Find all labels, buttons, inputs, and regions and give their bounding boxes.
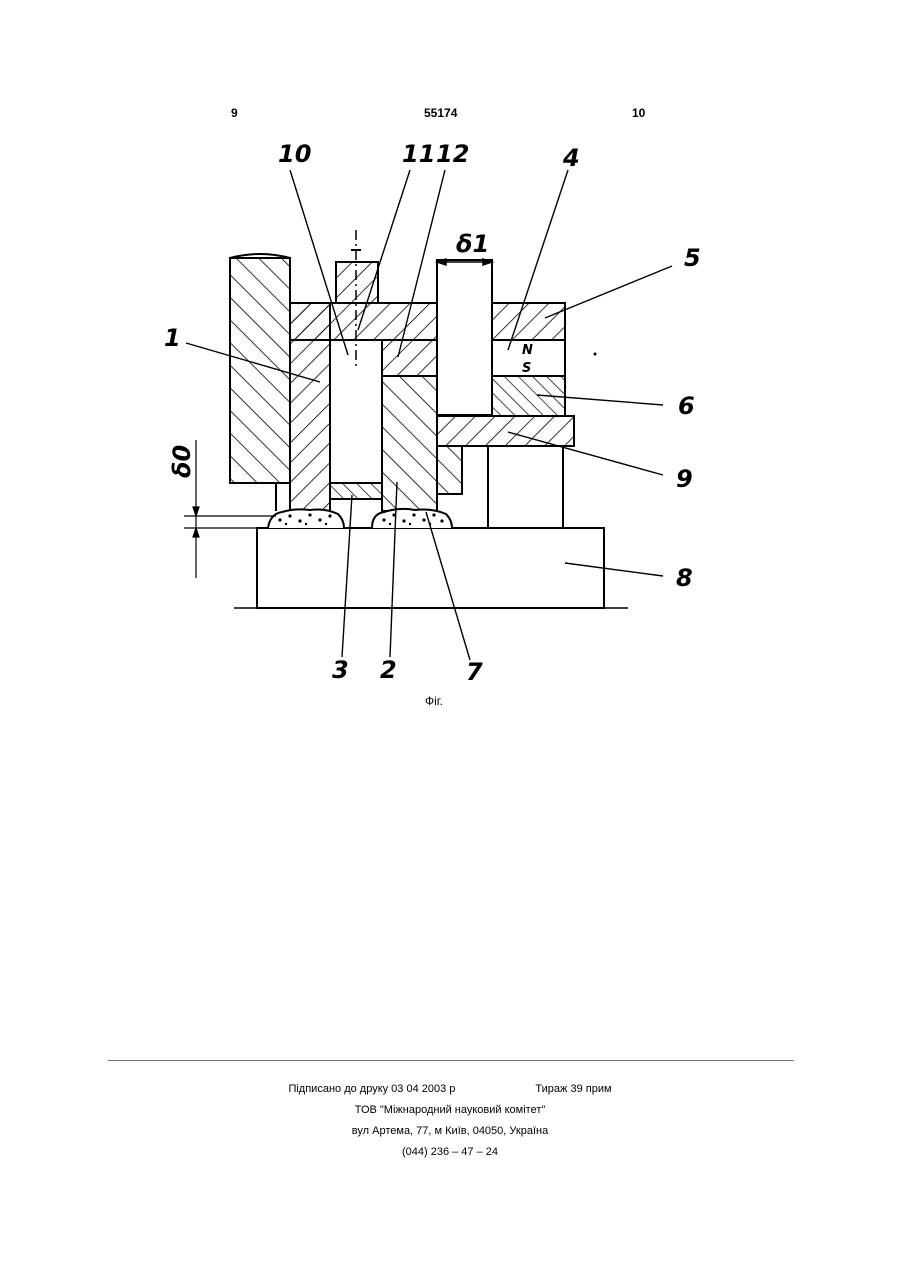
footer-line-1: Підписано до друку 03 04 2003 р Тираж 39 … (0, 1083, 900, 1095)
part-8 (257, 528, 604, 608)
label-11: 11 (402, 140, 435, 168)
label-9: 9 (676, 465, 693, 493)
part-5 (492, 303, 565, 340)
footer-phone: (044) 236 – 47 – 24 (0, 1146, 900, 1158)
part-3 (330, 483, 382, 499)
label-7: 7 (466, 658, 483, 686)
label-1: 1 (164, 324, 181, 352)
top-cap (290, 303, 437, 340)
part-12 (382, 340, 437, 376)
footer-signed: Підписано до друку 03 04 2003 р (288, 1083, 455, 1095)
label-4: 4 (562, 144, 580, 172)
pole-south: S (522, 361, 531, 376)
pole-north: N (522, 343, 533, 358)
label-5: 5 (684, 244, 701, 272)
label-8: 8 (676, 564, 693, 592)
footer-company: ТОВ "Міжнародний науковий комітет" (0, 1104, 900, 1116)
part-11 (336, 262, 378, 303)
figure-caption: Фіг. (0, 694, 868, 708)
technical-drawing: 10 11 12 4 5 1 6 9 8 3 2 7 δ1 δ0 N S (0, 0, 900, 720)
part-9 (437, 416, 574, 446)
label-3: 3 (332, 656, 349, 684)
footer-circulation: Тираж 39 прим (535, 1083, 611, 1095)
label-12: 12 (436, 140, 469, 168)
footer-divider (108, 1060, 794, 1061)
part-2 (382, 376, 437, 511)
label-6: 6 (678, 392, 695, 420)
label-10: 10 (278, 140, 311, 168)
right-column (437, 260, 492, 415)
footer-address: вул Артема, 77, м Київ, 04050, Україна (0, 1125, 900, 1137)
gap-delta-0-label: δ0 (168, 445, 196, 478)
lower-support (488, 446, 563, 528)
gap-delta-1-label: δ1 (456, 230, 489, 258)
part-10 (330, 340, 382, 483)
label-2: 2 (380, 656, 397, 684)
